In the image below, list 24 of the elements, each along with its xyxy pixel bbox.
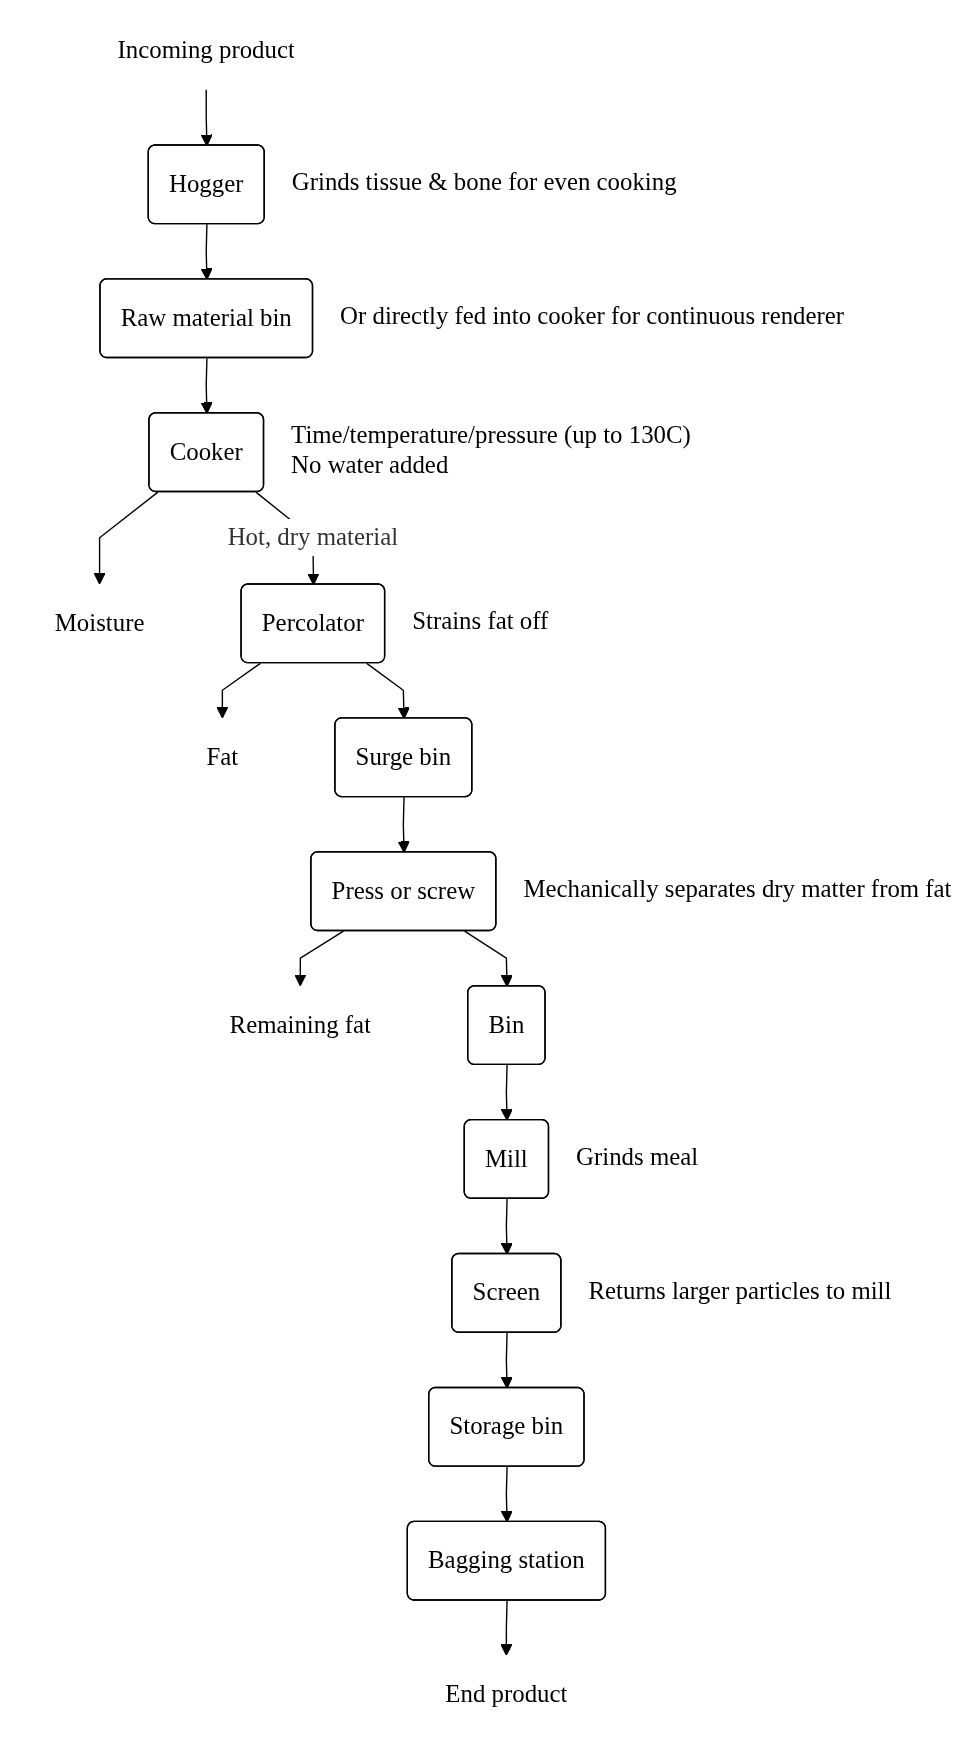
arrow xyxy=(500,1198,513,1255)
node-note: Grinds meal xyxy=(576,1142,699,1170)
arrow xyxy=(500,1600,513,1656)
arrow xyxy=(93,491,159,585)
arrow xyxy=(500,1332,513,1389)
node-note: No water added xyxy=(291,451,449,478)
arrow xyxy=(500,1466,513,1523)
node-note: Or directly fed into cooker for continuous renderer xyxy=(340,301,845,329)
arrow xyxy=(216,662,262,719)
arrow xyxy=(463,930,513,987)
node-text: Remaining fat xyxy=(229,1010,372,1039)
node-text: Fat xyxy=(206,742,239,771)
node-text: Incoming product xyxy=(117,35,295,64)
node-note: Strains fat off xyxy=(412,607,549,634)
node-text: End product xyxy=(445,1680,568,1708)
arrow xyxy=(294,930,345,987)
node-note: Returns larger particles to mill xyxy=(588,1276,892,1304)
arrow xyxy=(200,357,213,414)
node-text: Moisture xyxy=(54,608,145,637)
node-note: Time/temperature/pressure (up to 130C) xyxy=(291,420,691,448)
node-note: Grinds tissue & bone for even cooking xyxy=(291,168,677,195)
edge-label: Hot, dry material xyxy=(227,523,399,551)
arrow xyxy=(500,1064,513,1121)
node-note: Mechanically separates dry matter from fat xyxy=(523,874,952,902)
